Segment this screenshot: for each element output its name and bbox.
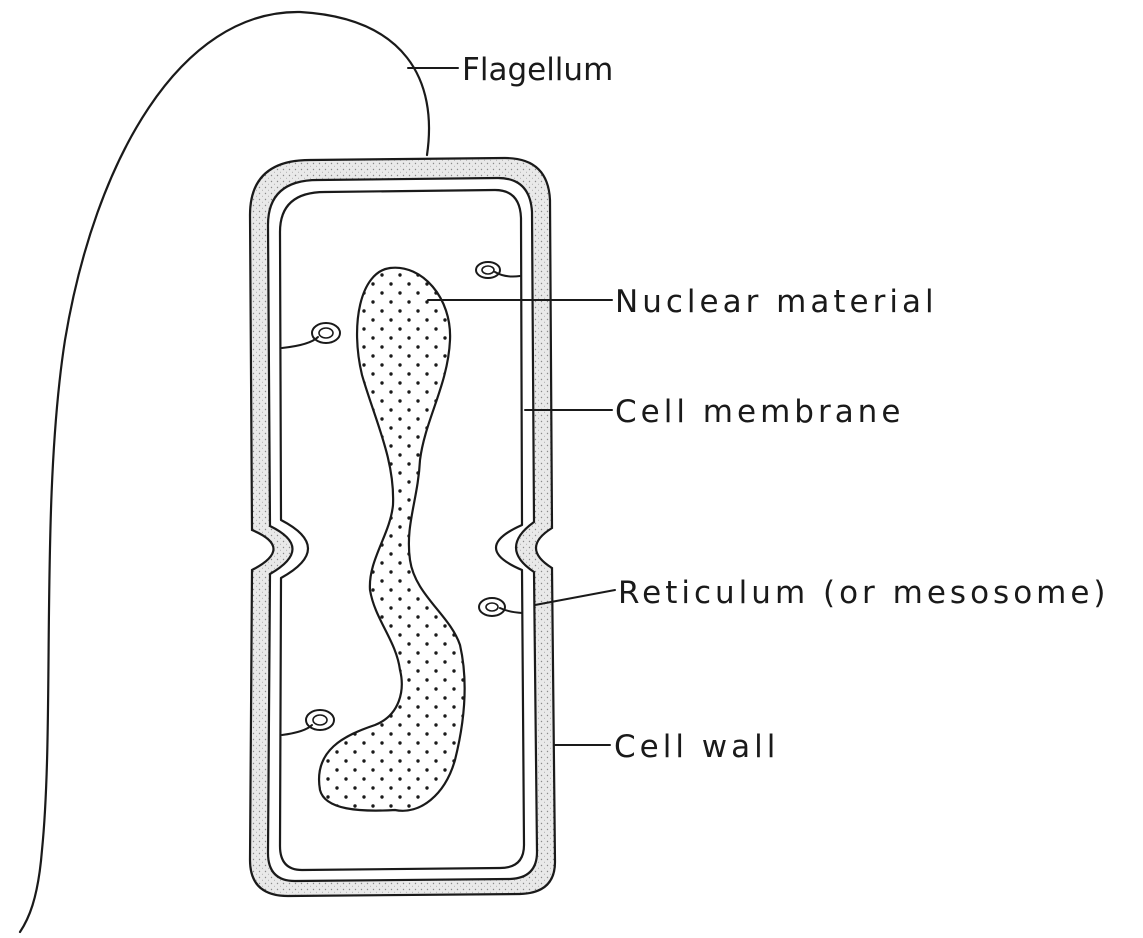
mesosome-left-lower — [282, 710, 334, 735]
nuclear-material — [319, 268, 465, 811]
nuclear-material-label: Nuclear material — [615, 284, 938, 320]
reticulum-label: Reticulum (or mesosome) — [618, 575, 1110, 611]
mesosome-right-lower — [479, 598, 522, 616]
flagellum-label: Flagellum — [462, 52, 613, 88]
cell-wall-label: Cell wall — [614, 729, 779, 765]
cell-membrane-label: Cell membrane — [615, 394, 904, 430]
mesosome-left-upper — [282, 323, 340, 348]
mesosome-upper-right — [476, 262, 520, 278]
